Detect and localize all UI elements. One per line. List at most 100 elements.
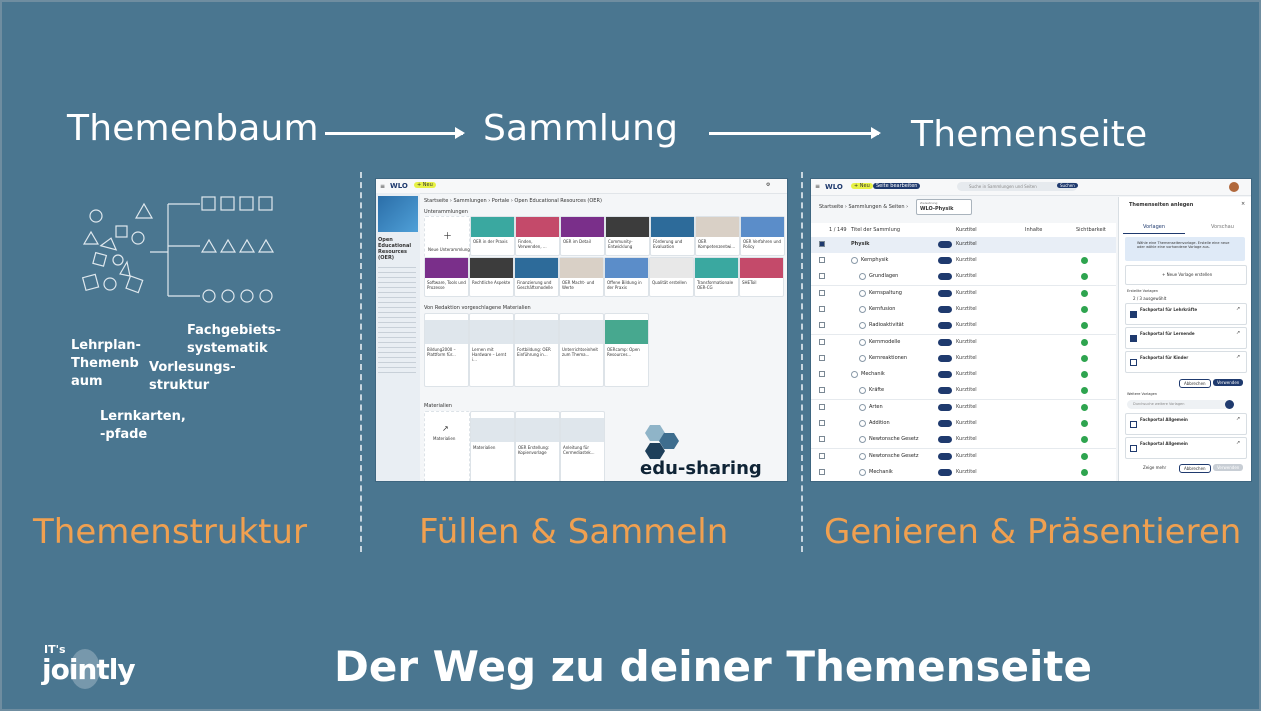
row-checkbox[interactable] — [819, 322, 825, 329]
material-card[interactable]: Fortbildung: OER Einführung in... — [514, 313, 559, 387]
visibility-icon[interactable] — [1081, 305, 1088, 313]
menu-icon[interactable]: ≡ — [815, 183, 821, 190]
template-checkbox[interactable] — [1130, 359, 1137, 366]
panel-show-more[interactable]: Zeige mehr — [1143, 465, 1167, 470]
row-checkbox[interactable] — [819, 289, 825, 296]
visibility-icon[interactable] — [1081, 289, 1088, 297]
panel-search-input[interactable]: Durchsuche weitere Vorlagen — [1127, 400, 1231, 409]
row-checkbox[interactable] — [819, 371, 825, 378]
visibility-icon[interactable] — [1081, 273, 1088, 281]
panel-apply-button[interactable]: Verwenden — [1213, 379, 1244, 386]
subcollection-tile[interactable]: Offene Bildung in der Praxis — [604, 257, 649, 297]
row-checkbox[interactable] — [819, 387, 825, 394]
panel-tab-templates[interactable]: Vorlagen — [1143, 224, 1166, 230]
template-card[interactable]: Fachportal Allgemein↗ — [1125, 437, 1247, 459]
material-card[interactable]: Anleitung für Cermediastek... — [560, 411, 605, 481]
row-checkbox[interactable] — [819, 273, 825, 280]
material-card[interactable]: Unterrichtseinheit zum Thema... — [559, 313, 604, 387]
subcollection-tile[interactable]: SHEToil — [739, 257, 784, 297]
visibility-icon[interactable] — [1081, 452, 1088, 460]
template-checkbox[interactable] — [1130, 311, 1137, 318]
row-checkbox[interactable] — [819, 468, 825, 475]
subcollection-tile[interactable]: Software, Tools und Prozesse — [424, 257, 469, 297]
upload-card[interactable]: ↗ Materialien — [424, 411, 470, 481]
subcollection-tile[interactable]: Qualität erstellen — [649, 257, 694, 297]
visibility-icon[interactable] — [1081, 420, 1088, 427]
row-checkbox[interactable] — [819, 257, 825, 263]
row-checkbox[interactable] — [819, 305, 825, 312]
material-card[interactable]: Lernen mit Hardware – Lernt i... — [469, 313, 514, 387]
avatar[interactable] — [1229, 182, 1239, 192]
template-card[interactable]: Fachportal für Kinder↗ — [1125, 351, 1247, 373]
subcollection-tile[interactable]: OER Macht- und Werte — [559, 257, 604, 297]
search-button[interactable]: Suchen — [1057, 183, 1078, 188]
material-card[interactable]: Bildung2000 – Plattform für... — [424, 313, 469, 387]
visibility-icon[interactable] — [1081, 403, 1088, 411]
subcollection-tile[interactable]: Community-Entwicklung — [605, 216, 650, 256]
close-icon[interactable]: × — [1241, 201, 1246, 207]
template-card[interactable]: Fachportal Allgemein↗ — [1125, 413, 1247, 435]
visibility-icon[interactable] — [1081, 387, 1088, 395]
menu-icon[interactable]: ≡ — [380, 183, 386, 190]
row-checkbox[interactable] — [819, 403, 825, 410]
template-card[interactable]: Fachportal für Lernende↗ — [1125, 327, 1247, 349]
subcollection-tile[interactable]: OER im Detail — [560, 216, 605, 256]
context-select[interactable]: Zielsetzung WLO-Physik — [916, 199, 972, 215]
new-button[interactable]: + Neu — [414, 182, 436, 188]
subcollection-tile[interactable]: OER Verfahren und Policy — [740, 216, 785, 256]
table-root-row[interactable]: Physik Kurztitel — [811, 237, 1116, 254]
row-checkbox[interactable] — [819, 354, 825, 361]
material-card[interactable]: Materialien — [470, 411, 515, 481]
breadcrumb[interactable]: Startseite › Sammlungen & Seiten › — [819, 204, 909, 210]
panel-cancel-button[interactable]: Abbrechen — [1179, 379, 1211, 388]
subcollection-tile[interactable]: Rechtliche Aspekte — [469, 257, 514, 297]
panel-tab-preview[interactable]: Vorschau — [1211, 224, 1234, 230]
visibility-icon[interactable] — [1081, 338, 1088, 346]
visibility-icon[interactable] — [1081, 468, 1088, 476]
subcollection-tile[interactable]: Finanzierung und Geschäftsmodelle — [514, 257, 559, 297]
open-external-icon[interactable]: ↗ — [1236, 416, 1241, 422]
open-external-icon[interactable]: ↗ — [1236, 330, 1241, 336]
subcollection-tile[interactable]: Finden, Verwenden, ... — [515, 216, 560, 256]
template-checkbox[interactable] — [1130, 335, 1137, 342]
settings-icon[interactable]: ⚙ — [766, 182, 771, 188]
subcollection-tile[interactable]: OER in der Praxis — [470, 216, 515, 256]
material-card[interactable]: OER Erstellung: Kopienvorlage — [515, 411, 560, 481]
open-external-icon[interactable]: ↗ — [1236, 306, 1241, 312]
template-card[interactable]: Fachportal für Lehrkräfte↗ — [1125, 303, 1247, 325]
open-external-icon[interactable]: ↗ — [1236, 440, 1241, 446]
open-external-icon[interactable]: ↗ — [1236, 354, 1241, 360]
subcollection-tile[interactable]: Förderung und Evaluation — [650, 216, 695, 256]
panel-apply-button-2[interactable]: Verwenden — [1213, 464, 1244, 471]
subcollection-tile[interactable]: Transformationale OER-CG — [694, 257, 739, 297]
visibility-icon[interactable] — [1081, 436, 1088, 444]
row-checkbox[interactable] — [819, 436, 825, 443]
subcollection-tile[interactable]: OER Kompetenzentwi... — [695, 216, 740, 256]
row-checkbox[interactable] — [819, 452, 825, 459]
visibility-icon[interactable] — [1081, 354, 1088, 362]
visibility-icon[interactable] — [1081, 257, 1088, 264]
material-card[interactable]: OERcamp: Open Resources... — [604, 313, 649, 387]
row-checkbox[interactable] — [819, 420, 825, 426]
panel-cancel-button-2[interactable]: Abbrechen — [1179, 464, 1211, 473]
panel-search-icon[interactable] — [1225, 400, 1234, 409]
template-checkbox[interactable] — [1130, 445, 1137, 452]
row-checkbox[interactable] — [819, 338, 825, 345]
row-checkbox[interactable] — [819, 241, 825, 247]
breadcrumb[interactable]: Startseite › Sammlungen › Portale › Open… — [424, 198, 602, 204]
search-input[interactable]: Suche in Sammlungen und Seiten — [957, 182, 1077, 191]
new-button[interactable]: + Neu — [851, 183, 873, 189]
